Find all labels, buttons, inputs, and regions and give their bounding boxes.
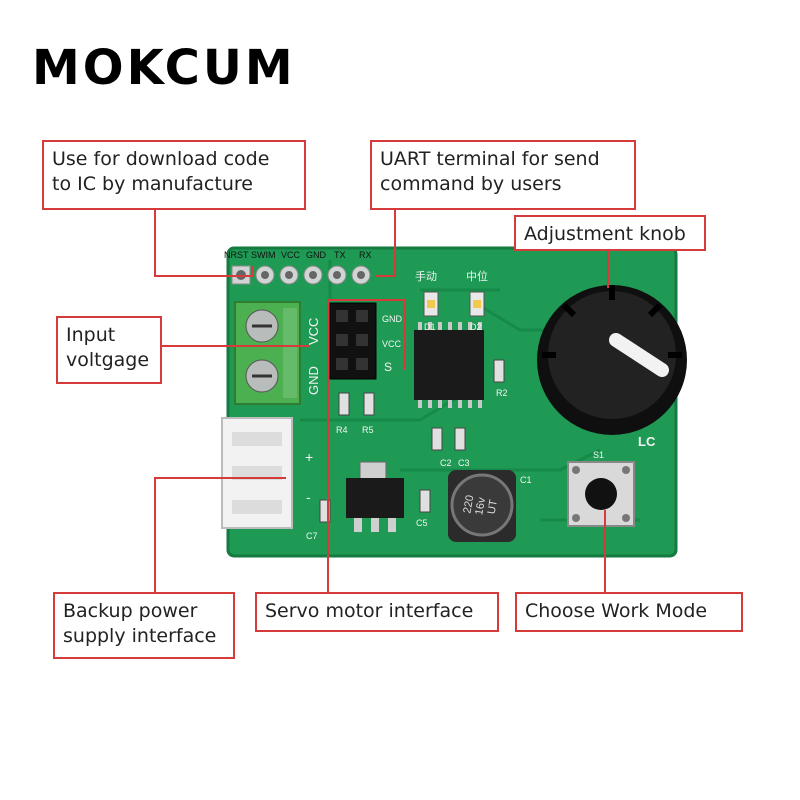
- silk-center: 中位: [466, 269, 488, 283]
- callout-adjustment-knob: Adjustment knob: [514, 215, 706, 251]
- electrolytic-capacitor: [448, 470, 516, 542]
- leader-download: [154, 210, 253, 277]
- pin-label-gnd: GND: [306, 250, 327, 260]
- leader-servo-a: [327, 299, 406, 596]
- silk-plus: +: [305, 449, 313, 465]
- silk-r2: R2: [496, 388, 508, 398]
- adjustment-knob: [537, 285, 687, 435]
- led-d2: [469, 291, 485, 317]
- silk-servo-s: S: [384, 360, 392, 374]
- silk-s1: S1: [593, 450, 604, 460]
- callout-servo-interface: Servo motor interface: [255, 592, 499, 632]
- silk-servo-vcc: VCC: [382, 339, 402, 349]
- leader-backup: [154, 477, 286, 596]
- callout-input-voltage: Input voltgage: [56, 316, 162, 384]
- silk-minus: -: [306, 489, 311, 505]
- brand-logo: MOKCUM: [32, 40, 296, 96]
- led-d1: [423, 291, 439, 317]
- pin-label-vcc: VCC: [281, 250, 301, 260]
- silk-c1: C1: [520, 475, 532, 485]
- silk-servo-gnd: GND: [382, 314, 403, 324]
- callout-backup-power: Backup power supply interface: [53, 592, 235, 659]
- servo-header: [329, 302, 377, 380]
- voltage-regulator: [346, 461, 404, 532]
- silk-manual: 手动: [415, 269, 437, 283]
- pin-label-swim: SWIM: [251, 250, 276, 260]
- pin-label-nrst: NRST: [224, 250, 249, 260]
- silk-vcc-vertical: VCC: [306, 318, 321, 345]
- capacitor-marking: 220 16v UT: [461, 491, 500, 518]
- jst-connector: [221, 417, 293, 529]
- terminal-block: [234, 301, 301, 405]
- pin-label-rx: RX: [359, 250, 372, 260]
- silk-c5: C5: [416, 518, 428, 528]
- ic-chip: [414, 322, 484, 408]
- callout-work-mode: Choose Work Mode: [515, 592, 743, 632]
- silk-d2: D2: [470, 322, 482, 332]
- silk-lc: LC: [638, 434, 656, 449]
- callout-download-code: Use for download code to IC by manufactu…: [42, 140, 306, 210]
- silk-c7: C7: [306, 531, 318, 541]
- silk-r4: R4: [336, 425, 348, 435]
- silk-d1: D1: [424, 322, 436, 332]
- small-components: [319, 359, 505, 523]
- callout-uart-terminal: UART terminal for send command by users: [370, 140, 636, 210]
- silk-c3: C3: [458, 458, 470, 468]
- silk-c2: C2: [440, 458, 452, 468]
- silk-r5: R5: [362, 425, 374, 435]
- pin-label-tx: TX: [334, 250, 346, 260]
- header-pins-row: [231, 265, 371, 285]
- leader-lines: [154, 210, 609, 596]
- tactile-button: [567, 461, 635, 527]
- leader-uart: [375, 210, 396, 277]
- silk-gnd-vertical: GND: [306, 366, 321, 395]
